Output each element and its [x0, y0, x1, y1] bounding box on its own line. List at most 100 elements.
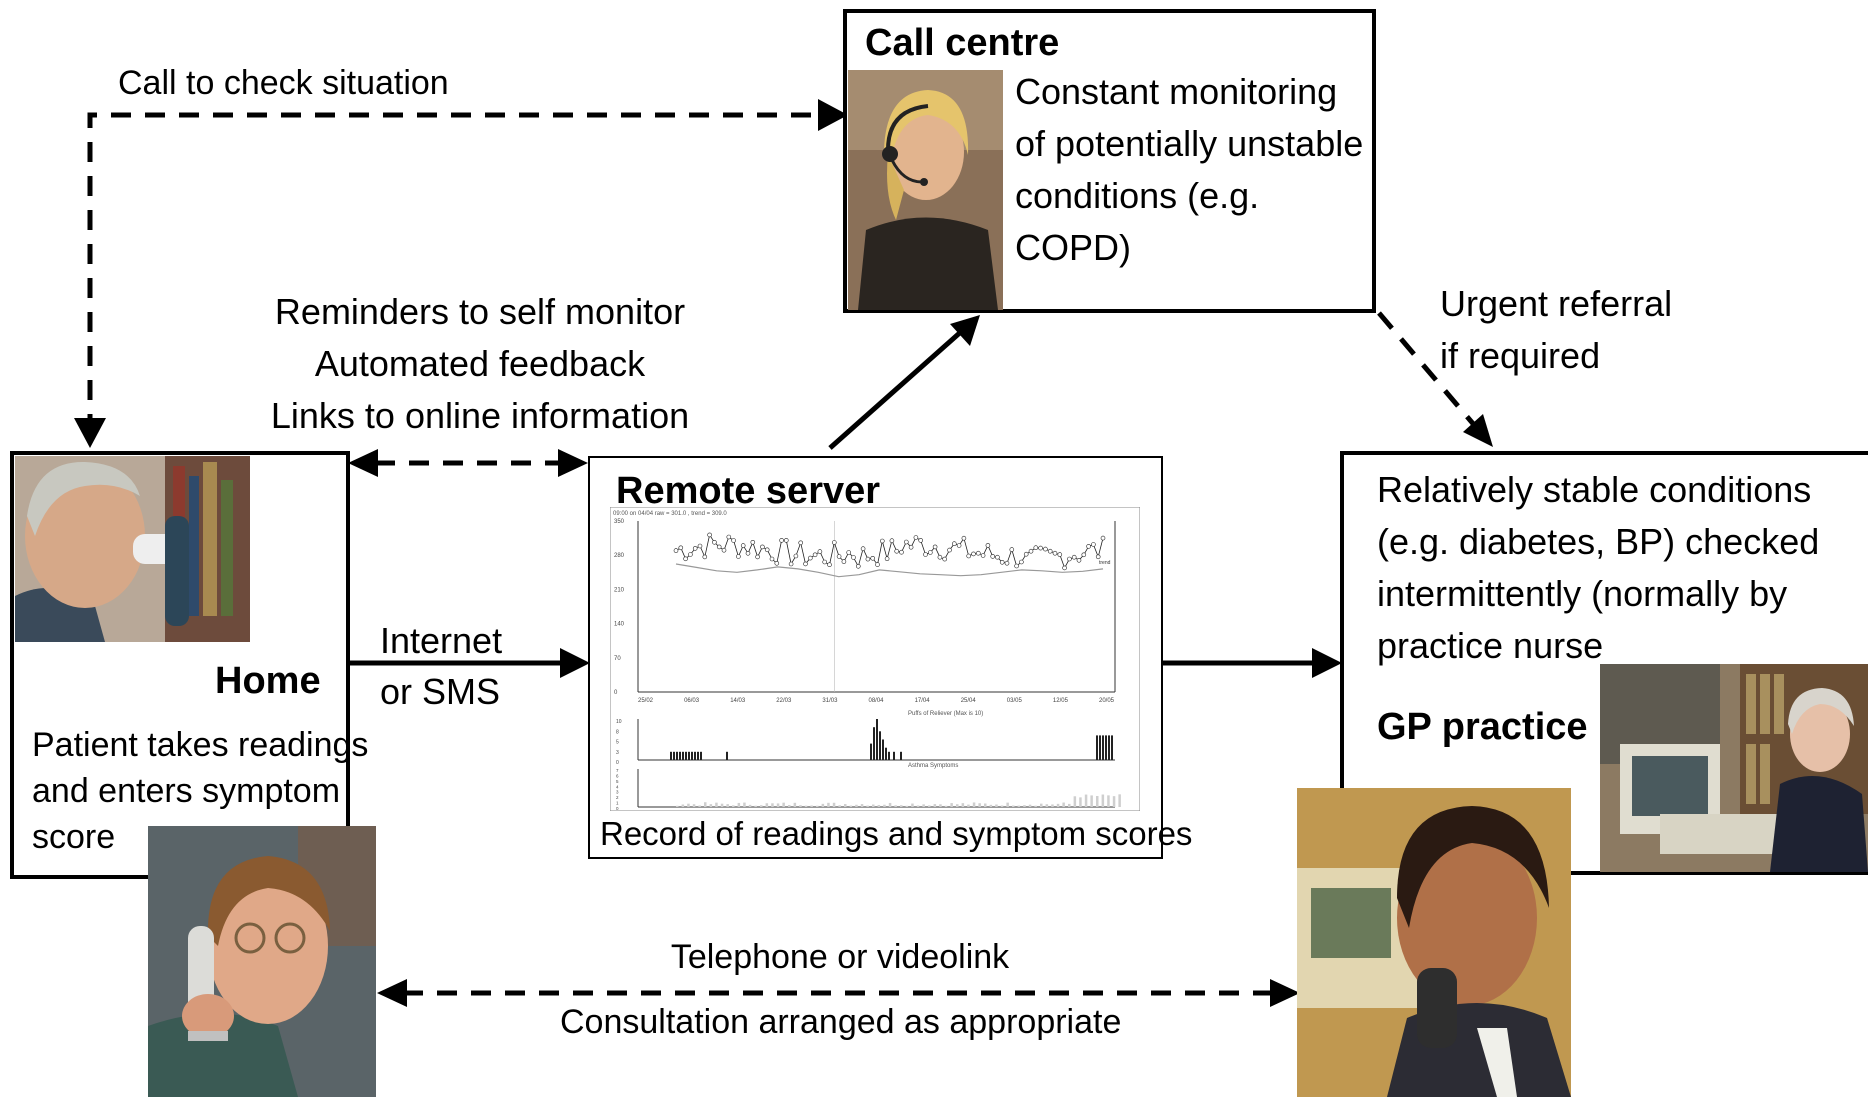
- home-title: Home: [215, 660, 321, 702]
- symptom-bar: [732, 805, 735, 807]
- x-tick-label: 17/04: [915, 698, 931, 704]
- reading-point: [918, 538, 924, 543]
- reading-point: [697, 543, 703, 549]
- remote-server-title: Remote server: [616, 470, 881, 512]
- symptom-bar: [810, 805, 813, 807]
- symptom-bar: [1017, 805, 1021, 807]
- reliever-bar: [676, 751, 678, 760]
- symptom-bar: [832, 802, 836, 807]
- symptom-bar: [1084, 794, 1088, 807]
- reading-point: [793, 553, 799, 559]
- reading-point: [947, 547, 952, 553]
- gp-line-2: (e.g. diabetes, BP) checked: [1377, 521, 1820, 562]
- symptom-bar: [687, 803, 690, 807]
- symptom-bar: [911, 803, 914, 807]
- reading-point: [971, 551, 976, 557]
- symptom-bar: [816, 805, 819, 807]
- home-line-1: Patient takes readings: [32, 726, 369, 764]
- home-line-2: and enters symptom: [32, 772, 341, 810]
- symptom-bar: [1062, 802, 1065, 807]
- x-tick-label: 31/03: [822, 698, 838, 704]
- call-centre-line-2: of potentially unstable: [1015, 123, 1364, 164]
- reading-point: [995, 554, 1000, 560]
- reliever-bar: [1099, 735, 1101, 760]
- symptom-bar: [1056, 803, 1060, 807]
- y-tick-label: 210: [614, 587, 625, 593]
- symptom-bar: [1028, 804, 1032, 807]
- reliever-bar: [1108, 735, 1110, 760]
- reading-point: [1100, 535, 1106, 541]
- telephone-consultation-arrow: [377, 979, 1300, 1007]
- symptom-bar: [1101, 794, 1105, 807]
- panel3-y-tick: 4: [616, 784, 619, 789]
- symptom-bar: [788, 804, 791, 807]
- x-tick-label: 25/02: [638, 698, 654, 704]
- reading-point: [1019, 559, 1024, 565]
- reliever-bar: [670, 751, 672, 760]
- call-centre-line-3: conditions (e.g.: [1015, 175, 1260, 216]
- reliever-bar: [882, 739, 884, 760]
- reliever-bar: [700, 751, 702, 760]
- reading-point: [908, 544, 914, 550]
- reading-point: [966, 553, 972, 559]
- internet-line-2: or SMS: [380, 671, 501, 712]
- panel2-y-tick: 3: [616, 750, 619, 756]
- reading-point: [1057, 552, 1063, 557]
- reminders-line-1: Reminders to self monitor: [274, 291, 686, 332]
- panel3-y-tick: 1: [616, 801, 619, 806]
- reading-point: [678, 545, 684, 551]
- reading-point: [1081, 552, 1087, 558]
- symptom-bar: [978, 803, 981, 807]
- panel2-y-tick: 8: [616, 729, 619, 735]
- reading-point: [980, 553, 986, 558]
- symptom-bar: [838, 805, 841, 807]
- reading-point: [755, 554, 760, 560]
- symptom-bar: [916, 805, 920, 807]
- reading-point: [990, 554, 996, 559]
- symptom-bar: [676, 805, 679, 807]
- urgent-referral-arrow: [1377, 311, 1493, 447]
- symptom-bar: [760, 805, 763, 807]
- reliever-bar: [691, 751, 693, 760]
- reading-point: [865, 556, 871, 562]
- panel2-y-tick: 5: [616, 740, 619, 746]
- telephone-label: Telephone or videolink: [670, 938, 1010, 976]
- reading-point: [764, 547, 770, 553]
- reading-point: [731, 538, 736, 543]
- reading-point: [707, 532, 712, 538]
- reading-point: [956, 543, 962, 548]
- trend-legend: trend: [1099, 560, 1111, 566]
- practice-nurse-computer-photo: [1600, 664, 1868, 872]
- symptom-bar: [1023, 805, 1026, 807]
- symptom-bar: [995, 804, 998, 807]
- reading-point: [740, 543, 746, 548]
- symptom-bar: [894, 805, 897, 807]
- consultation-label: Consultation arranged as appropriate: [560, 1003, 1122, 1041]
- reliever-bar: [1096, 735, 1098, 760]
- symptom-bar: [681, 804, 685, 807]
- symptom-bar: [984, 803, 987, 807]
- reading-point: [716, 544, 722, 550]
- panel2-label: Puffs of Reliever (Max is 10): [908, 711, 983, 717]
- reading-point: [683, 556, 688, 562]
- symptom-bar: [765, 803, 769, 807]
- gp-line-4: practice nurse: [1377, 625, 1604, 666]
- reading-point: [1086, 544, 1091, 549]
- reading-point: [884, 556, 890, 562]
- reliever-bar: [1102, 735, 1104, 760]
- symptom-bar: [743, 802, 746, 807]
- reading-point: [760, 544, 765, 550]
- reading-point: [1028, 548, 1034, 554]
- call-centre-agent-photo: [848, 70, 1003, 310]
- reading-point: [1033, 545, 1039, 551]
- reading-point: [1043, 546, 1048, 552]
- reading-point: [721, 547, 727, 553]
- symptom-bar: [866, 805, 869, 807]
- reading-point: [1009, 547, 1015, 552]
- symptom-bar: [989, 804, 993, 807]
- symptom-bar: [961, 803, 965, 807]
- symptom-bar: [1096, 796, 1099, 807]
- symptom-bar: [905, 805, 909, 807]
- panel3-y-tick: 2: [616, 795, 619, 800]
